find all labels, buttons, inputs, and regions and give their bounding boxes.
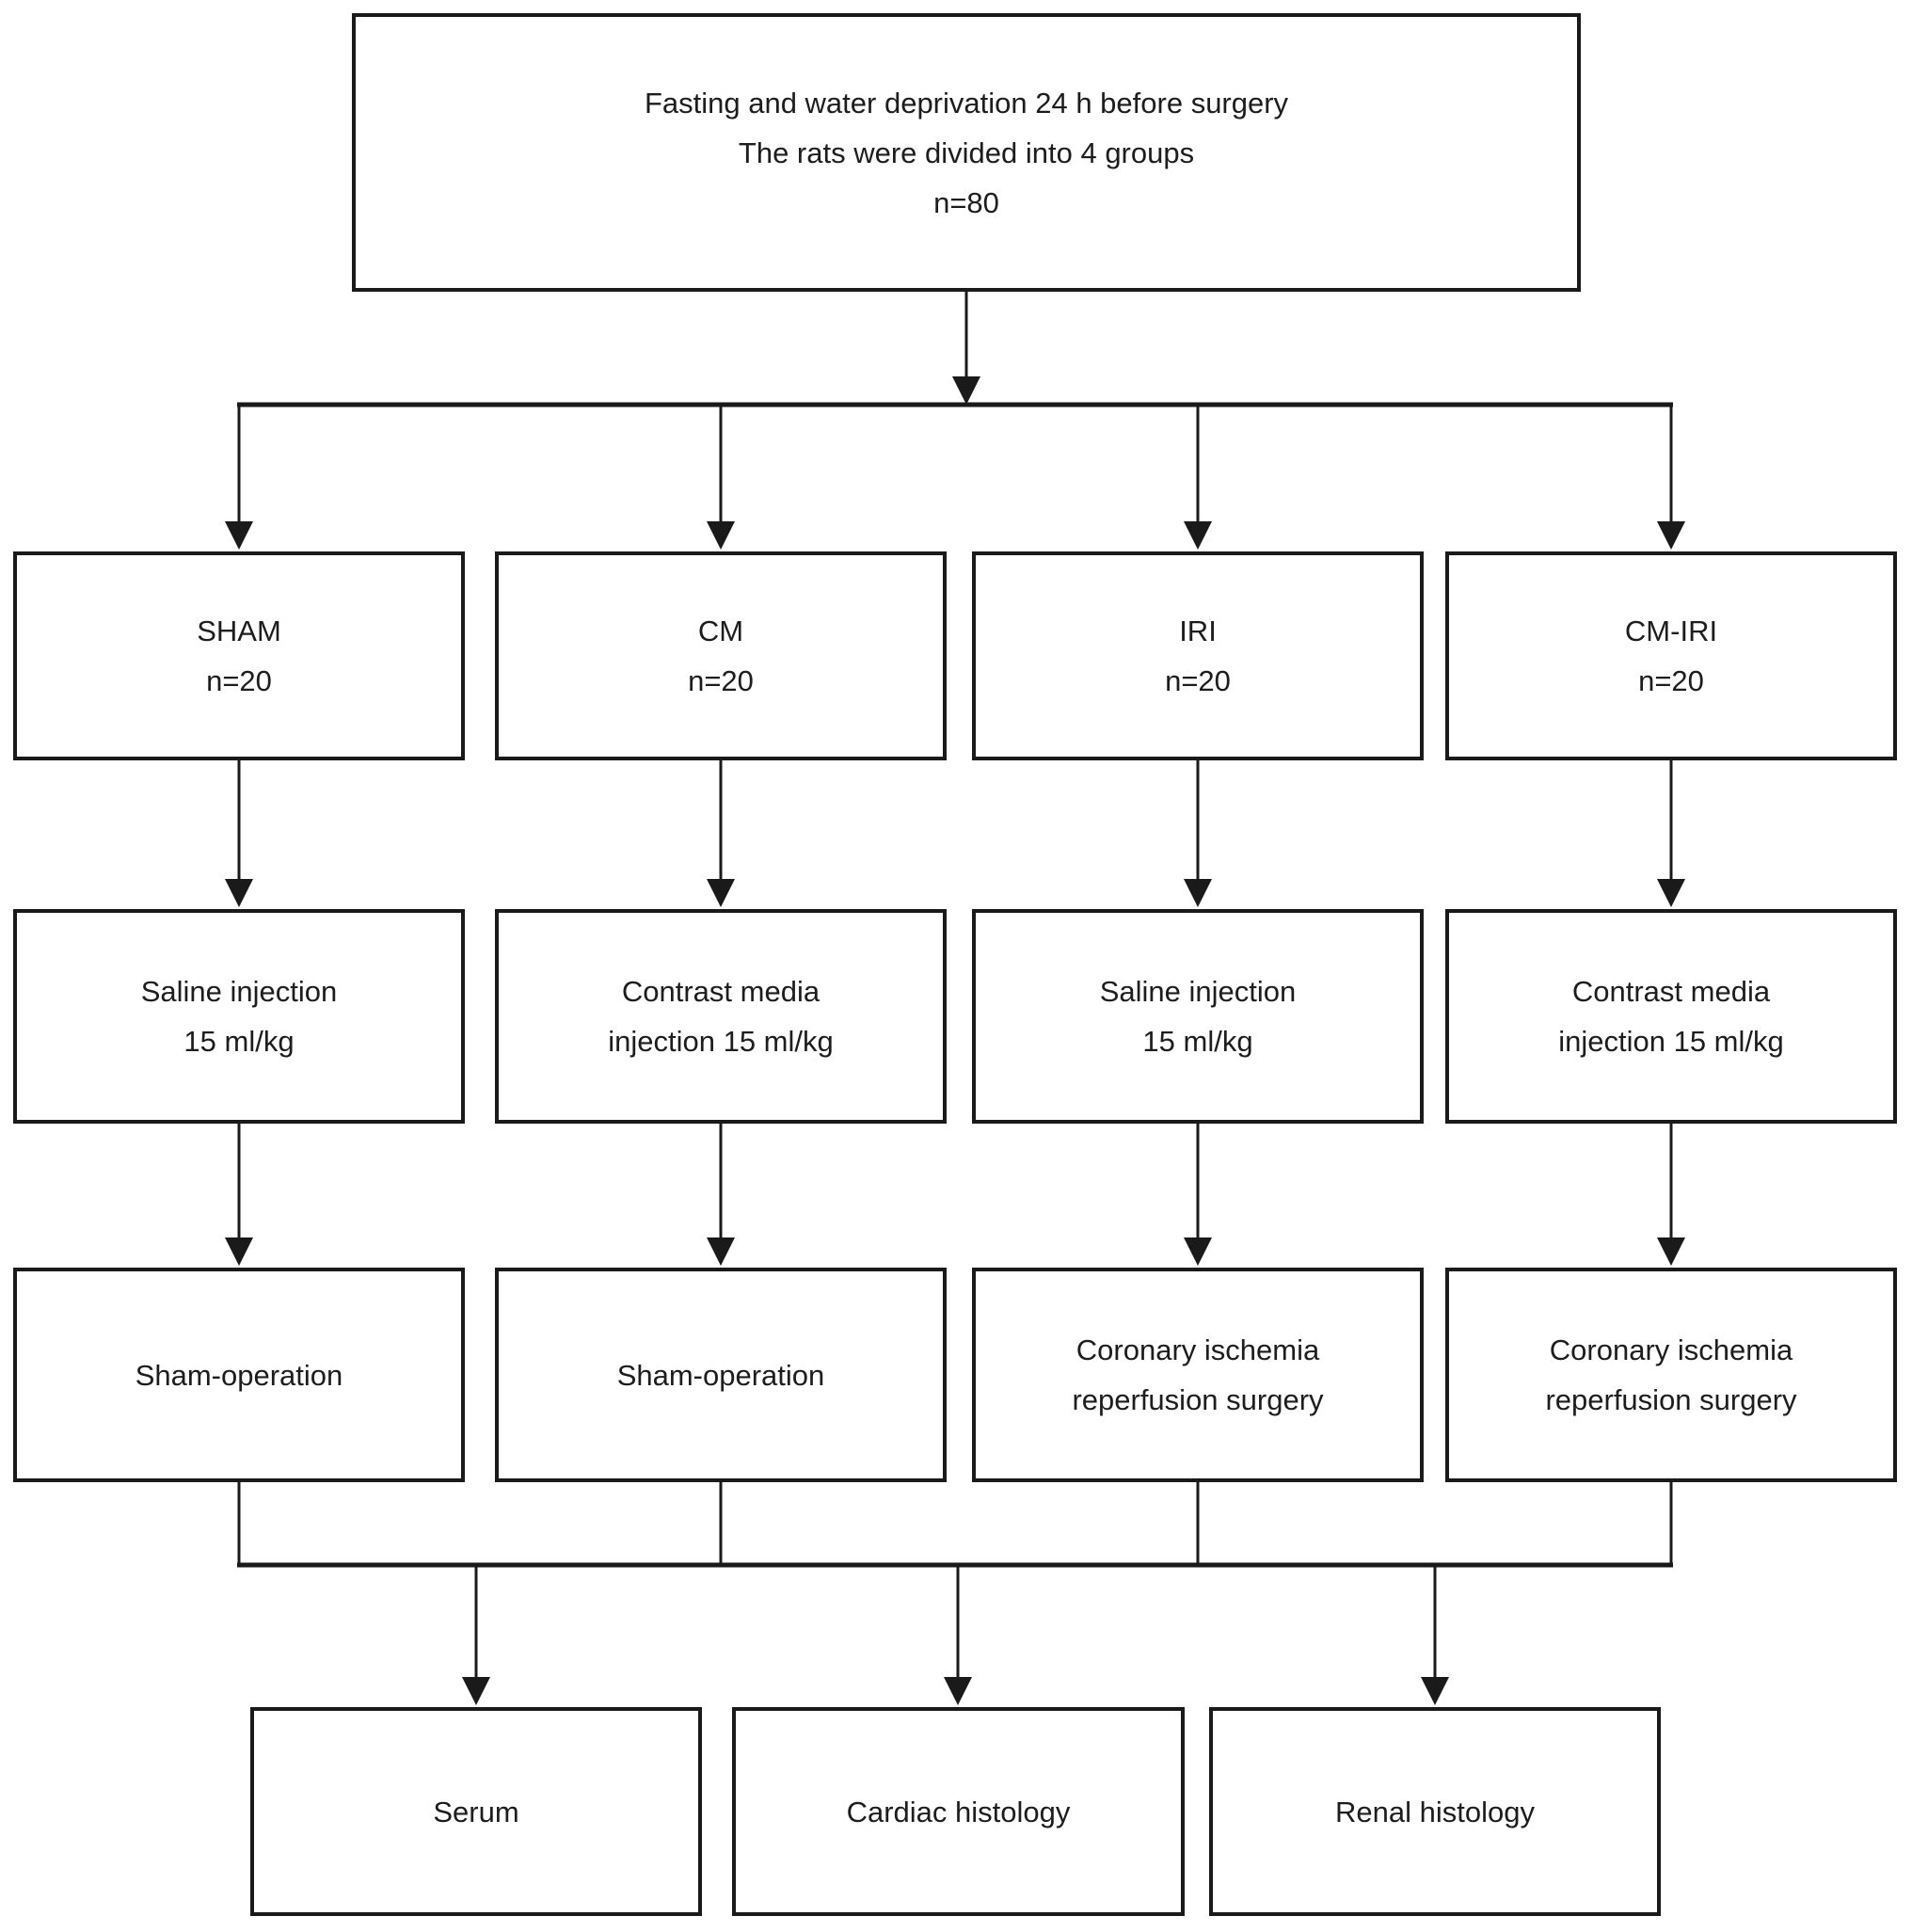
group-n: n=20: [1638, 664, 1704, 697]
arrow-group-to-treatment-4: [1657, 760, 1685, 907]
group-label: CM: [697, 615, 744, 647]
procedure-box-cm-iri: Coronary ischemia reperfusion surgery: [1445, 1268, 1897, 1482]
arrow-bus-to-cardiac-histology: [944, 1565, 972, 1705]
treatment-text: Contrast media injection 15 ml/kg: [1558, 975, 1784, 1058]
outcome-box-cardiac-histology: Cardiac histology: [732, 1707, 1185, 1916]
procedure-box-cm: Sham-operation: [495, 1268, 947, 1482]
outcome-box-renal-histology: Renal histology: [1209, 1707, 1661, 1916]
arrow-bus-to-group-cm-iri: [1657, 405, 1685, 550]
arrow-group-to-treatment-1: [225, 760, 253, 907]
top-box-line3: n=80: [933, 185, 999, 219]
procedure-text: Coronary ischemia reperfusion surgery: [1072, 1333, 1324, 1416]
arrow-bus-to-group-cm: [707, 405, 735, 550]
procedure-text: Sham-operation: [135, 1358, 343, 1392]
arrow-treatment-to-procedure-4: [1657, 1124, 1685, 1266]
group-n: n=20: [1165, 664, 1231, 697]
treatment-box-iri: Saline injection 15 ml/kg: [972, 909, 1424, 1124]
procedure-box-sham: Sham-operation: [13, 1268, 465, 1482]
group-n: n=20: [688, 664, 754, 697]
arrow-topbox-to-bus: [952, 292, 980, 405]
arrow-treatment-to-procedure-3: [1184, 1124, 1212, 1266]
arrow-bus-to-serum: [462, 1565, 490, 1705]
top-box-line1: Fasting and water deprivation 24 h befor…: [644, 86, 1289, 120]
treatment-text: Saline injection 15 ml/kg: [140, 975, 338, 1058]
arrow-treatment-to-procedure-1: [225, 1124, 253, 1266]
arrow-bus-to-group-sham: [225, 405, 253, 550]
treatment-text: Saline injection 15 ml/kg: [1099, 975, 1297, 1058]
group-n: n=20: [206, 664, 272, 697]
group-label: SHAM: [197, 615, 281, 647]
group-box-cm-iri: CM-IRI n=20: [1445, 551, 1897, 760]
outcome-label: Serum: [433, 1795, 519, 1828]
outcome-label: Cardiac histology: [846, 1795, 1071, 1828]
group-box-cm: CM n=20: [495, 551, 947, 760]
top-box-line2: The rats were divided into 4 groups: [738, 136, 1195, 169]
arrow-bus-to-group-iri: [1184, 405, 1212, 550]
group-label: IRI: [1179, 615, 1217, 647]
procedure-text: Sham-operation: [616, 1358, 825, 1392]
treatment-text: Contrast media injection 15 ml/kg: [608, 975, 834, 1058]
top-box: Fasting and water deprivation 24 h befor…: [352, 13, 1581, 292]
procedure-text: Coronary ischemia reperfusion surgery: [1545, 1333, 1797, 1416]
treatment-box-sham: Saline injection 15 ml/kg: [13, 909, 465, 1124]
arrow-group-to-treatment-3: [1184, 760, 1212, 907]
treatment-box-cm-iri: Contrast media injection 15 ml/kg: [1445, 909, 1897, 1124]
outcome-label: Renal histology: [1335, 1795, 1535, 1828]
arrow-bus-to-renal-histology: [1421, 1565, 1449, 1705]
group-label: CM-IRI: [1624, 615, 1718, 647]
arrow-treatment-to-procedure-2: [707, 1124, 735, 1266]
outcome-box-serum: Serum: [250, 1707, 702, 1916]
treatment-box-cm: Contrast media injection 15 ml/kg: [495, 909, 947, 1124]
group-box-iri: IRI n=20: [972, 551, 1424, 760]
procedure-box-iri: Coronary ischemia reperfusion surgery: [972, 1268, 1424, 1482]
arrow-group-to-treatment-2: [707, 760, 735, 907]
group-box-sham: SHAM n=20: [13, 551, 465, 760]
